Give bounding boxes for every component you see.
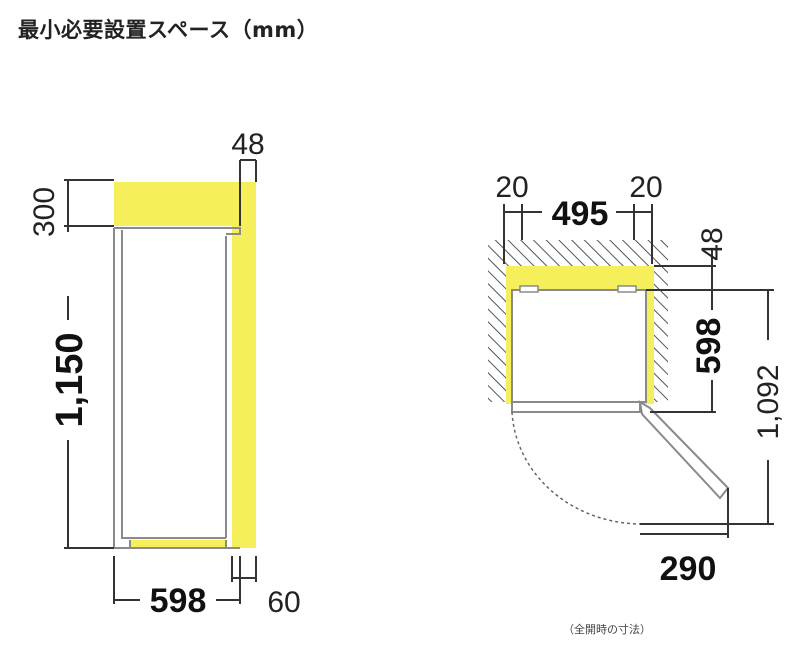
dim-total-depth: 1,092 [752,364,785,439]
hinge-right [617,285,637,293]
dim-inner-width: 495 [552,195,609,233]
dim-back-gap: 48 [696,227,729,260]
door-front-edge [511,401,641,413]
door-swing-arc [511,411,641,525]
top-dimension-lines [503,204,774,538]
opened-door [638,400,730,500]
diagram-title: 最小必要設置スペース（mm） [18,18,319,42]
back-wall-hatch [488,240,668,266]
right-wall-hatch [654,266,668,402]
dim-left-gap: 20 [495,171,528,204]
dim-door-swing: 290 [660,550,717,588]
bottom-clearance-zone [130,540,226,548]
dim-depth: 598 [690,318,728,375]
rear-clearance-zone [232,182,256,548]
dim-top-gap: 48 [231,128,264,161]
top-view: 20 495 20 48 598 1,092 290 [488,171,785,588]
refrigerator-side-outline [113,227,241,549]
dim-width: 598 [150,582,207,620]
caption-full-open: （全開時の寸法） [563,623,651,636]
side-dimension-lines [64,159,257,604]
left-wall-hatch [488,266,506,402]
dim-height: 1,150 [49,332,91,427]
hinge-left [519,285,539,293]
dim-top-space: 300 [28,187,61,237]
refrigerator-top-outline [511,289,647,403]
dim-right-gap: 20 [629,171,662,204]
dim-rear-gap: 60 [267,586,300,619]
side-view: 48 300 1,150 598 60 [28,128,301,620]
